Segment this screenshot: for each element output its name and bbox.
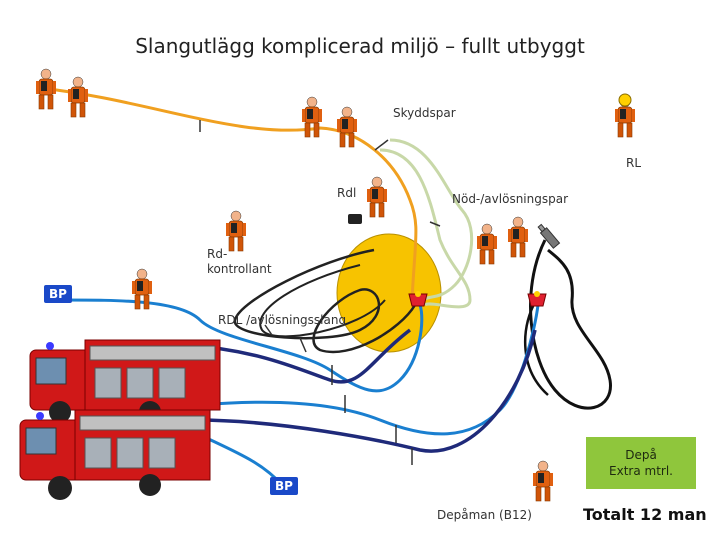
depa-line-2: Extra mtrl.	[609, 464, 673, 478]
distributor-icon	[408, 291, 428, 307]
firefighter-icon	[366, 176, 388, 218]
hose-coupling	[374, 139, 389, 151]
firefighter-icon	[67, 76, 89, 118]
label-rl: RL	[626, 156, 642, 170]
equipment-box	[348, 214, 362, 224]
nozzle-icon	[537, 223, 561, 249]
depa-box: Depå Extra mtrl.	[586, 437, 696, 489]
page-title: Slangutlägg komplicerad miljö – fullt ut…	[135, 34, 585, 58]
hose-blue-main	[59, 298, 424, 393]
bp-badge-top: BP	[44, 285, 72, 303]
hose-navy-1	[184, 328, 412, 384]
hose-navy-2	[194, 329, 537, 453]
distributor-icon	[527, 291, 547, 307]
hose-rl-lead	[523, 299, 549, 396]
firefighter-icon	[35, 68, 57, 110]
firefighter-icon	[336, 106, 358, 148]
label-rd-kontrollant-1: Rd-	[207, 247, 228, 261]
fire-truck-icon	[29, 339, 221, 423]
total-crew: Totalt 12 man	[583, 505, 707, 524]
hose-nodpar	[379, 148, 472, 309]
hose-coupling	[264, 324, 273, 336]
hose-coupling	[429, 221, 441, 227]
label-skyddspar: Skyddspar	[393, 106, 456, 120]
firefighter-icon	[476, 223, 498, 265]
hose-rdl-loop-2	[259, 264, 386, 338]
label-rdl-avlosningsslang: RDL /avlösningsslang	[218, 313, 347, 327]
bp-badge-bottom: BP	[270, 477, 298, 495]
firefighter-icon	[507, 216, 529, 258]
label-depaman: Depåman (B12)	[437, 508, 532, 522]
leader-helmet	[618, 93, 632, 107]
label-rdl: Rdl	[337, 186, 357, 200]
firefighter-icon	[225, 210, 247, 252]
firefighter-icon	[301, 96, 323, 138]
firefighter-icon	[532, 460, 554, 502]
label-nod-avlosningspar: Nöd-/avlösningspar	[452, 192, 569, 206]
fire-truck-icon	[19, 409, 211, 500]
depa-line-1: Depå	[625, 448, 657, 462]
hose-rl	[529, 239, 612, 410]
label-rd-kontrollant-2: kontrollant	[207, 262, 272, 276]
hose-coupling	[299, 337, 307, 353]
hose-rdl-loop	[233, 248, 417, 354]
hose-nodpar-upper	[389, 138, 474, 302]
